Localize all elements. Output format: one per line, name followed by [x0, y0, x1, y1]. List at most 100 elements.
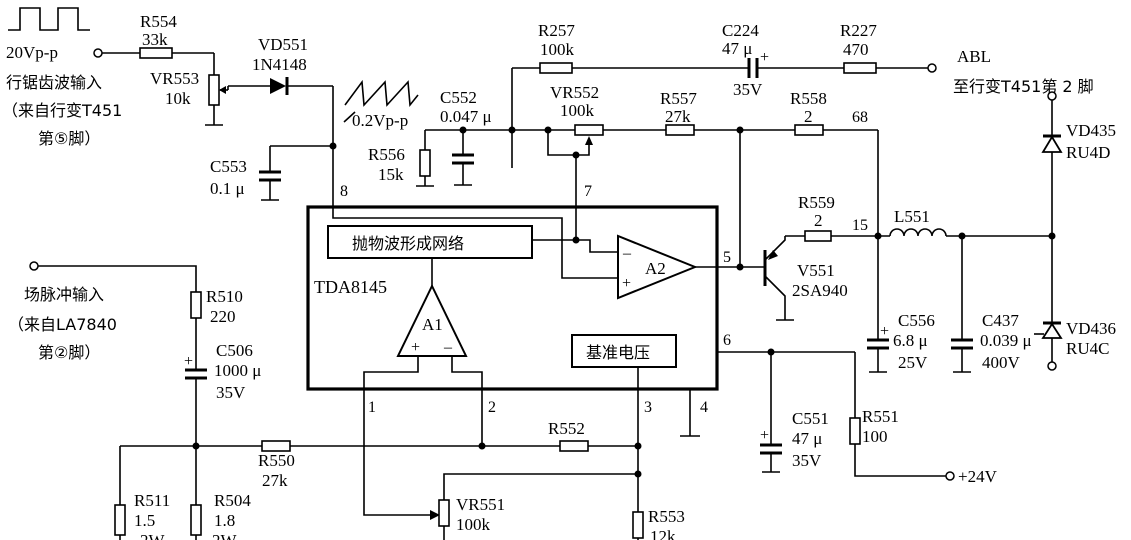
a1-plus: + — [411, 339, 420, 356]
resistor-r511 — [114, 504, 126, 536]
resistor-r553 — [632, 511, 644, 539]
ic-tda8145 — [306, 205, 719, 391]
vd436-value: RU4C — [1066, 339, 1109, 358]
hsaw-source-line2: 第⑤脚） — [38, 129, 100, 148]
pin-6-label: 6 — [723, 332, 731, 349]
resistor-r257 — [539, 62, 573, 74]
resistor-r559 — [804, 230, 832, 242]
reference-voltage-label: 基准电压 — [586, 343, 650, 362]
vd436-terminal — [1047, 361, 1057, 371]
resistor-r552 — [559, 440, 589, 452]
vpulse-input-terminal — [29, 261, 39, 271]
wire — [854, 444, 946, 477]
vr552-value: 100k — [560, 101, 595, 120]
sawtooth-amplitude: 0.2Vp-p — [352, 111, 408, 130]
r504-ref: R504 — [214, 491, 251, 510]
hsaw-input-title: 行锯齿波输入 — [6, 73, 102, 92]
c552-value: 0.047 μ — [440, 107, 492, 126]
r556-value: 15k — [378, 165, 404, 184]
wire — [443, 473, 638, 500]
pin-1-label: 1 — [368, 399, 376, 416]
resistor-r227 — [843, 62, 877, 74]
c551-value: 47 μ — [792, 429, 822, 448]
wire-internal — [576, 239, 618, 253]
wire-pin2 — [451, 356, 483, 446]
c224-ref: C224 — [722, 21, 759, 40]
v551-value: 2SA940 — [792, 281, 848, 300]
vr552-ref: VR552 — [550, 83, 599, 102]
pin-3-label: 3 — [644, 399, 652, 416]
r551-value: 100 — [862, 427, 888, 446]
wire-pin1 — [363, 356, 432, 516]
c553-ref: C553 — [210, 157, 247, 176]
inductor-l551 — [889, 228, 947, 237]
resistor-r557 — [665, 124, 695, 136]
r559-value: 2 — [814, 211, 823, 230]
wiper-arrow-icon — [219, 86, 226, 94]
r504-wattage: 2W — [212, 531, 238, 540]
pin-7-label: 7 — [584, 183, 592, 200]
arrow-icon — [430, 510, 440, 520]
junction — [634, 442, 642, 450]
a2-label: A2 — [645, 259, 666, 278]
c506-voltage: 35V — [216, 383, 246, 402]
junction — [572, 151, 580, 159]
abl-terminal — [927, 63, 937, 73]
r559-ref: R559 — [798, 193, 835, 212]
l551-ref: L551 — [894, 207, 930, 226]
resistor-r551 — [849, 417, 861, 445]
vpulse-source-line1: （来自LA7840 — [8, 315, 117, 334]
wire — [38, 265, 197, 292]
pin-2-label: 2 — [488, 399, 496, 416]
pin-8-label: 8 — [340, 183, 348, 200]
vpulse-input-title: 场脉冲输入 — [24, 285, 104, 304]
c553-value: 0.1 μ — [210, 179, 245, 198]
c437-ref: C437 — [982, 311, 1019, 330]
a2-minus: – — [622, 245, 632, 262]
vpulse-source-line2: 第②脚） — [38, 343, 100, 362]
polarity-plus: + — [880, 323, 889, 340]
polarity-plus: + — [184, 353, 193, 370]
r511-value: 1.5 — [134, 511, 155, 530]
parabola-network-block — [327, 225, 533, 259]
transistor-v551-collector — [764, 275, 786, 320]
c224-voltage: 35V — [733, 80, 763, 99]
c224-value: 47 μ — [722, 39, 752, 58]
vr551-value: 100k — [456, 515, 491, 534]
amplifier-a1 — [396, 283, 468, 357]
vd435-value: RU4D — [1066, 143, 1110, 162]
pin-5-label: 5 — [723, 249, 731, 266]
vd551-ref: VD551 — [258, 35, 308, 54]
resistor-r510 — [190, 291, 202, 319]
r550-ref: R550 — [258, 451, 295, 470]
r557-ref: R557 — [660, 89, 697, 108]
hsaw-source-line1: （来自行变T451 — [2, 101, 122, 120]
r504-value: 1.8 — [214, 511, 235, 530]
wiper-arrow-icon — [585, 136, 593, 145]
c551-ref: C551 — [792, 409, 829, 428]
c437-voltage: 400V — [982, 353, 1021, 372]
c506-value: 1000 μ — [214, 361, 261, 380]
resistor-r550 — [261, 440, 291, 452]
parabola-network-label: 抛物波形成网络 — [352, 234, 464, 253]
c551-voltage: 35V — [792, 451, 822, 470]
vd435-terminal — [1047, 91, 1057, 101]
r553-ref: R553 — [648, 507, 685, 526]
ic-name: TDA8145 — [314, 277, 387, 297]
potentiometer-vr552 — [574, 124, 604, 136]
abl-label: ABL — [957, 47, 991, 66]
reference-voltage-block — [571, 334, 677, 368]
a1-minus: – — [443, 339, 453, 356]
polarity-plus: + — [760, 427, 769, 444]
r554-value: 33k — [142, 30, 168, 49]
c552-ref: C552 — [440, 88, 477, 107]
junction — [478, 442, 486, 450]
a2-plus: + — [622, 275, 631, 292]
resistor-r556 — [419, 149, 431, 177]
pointer-line — [343, 111, 356, 123]
r257-value: 100k — [540, 40, 575, 59]
potentiometer-vr551 — [438, 499, 450, 527]
vd435-ref: VD435 — [1066, 121, 1116, 140]
diode-vd551 — [270, 78, 286, 94]
transistor-arrow-icon — [768, 250, 778, 260]
